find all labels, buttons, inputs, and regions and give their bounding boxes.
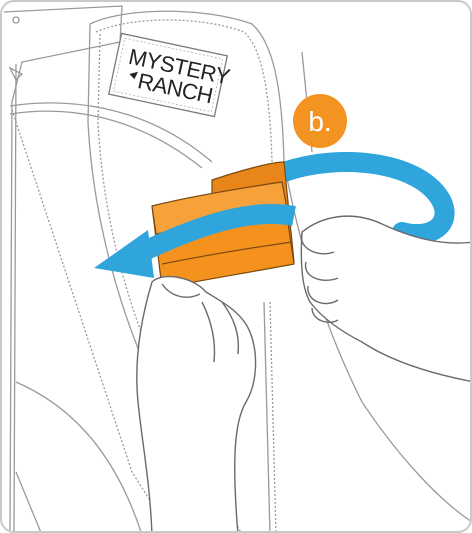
step-badge-label: b. [308, 106, 331, 137]
mystery-ranch-logo: MYSTERY RANCH [109, 33, 233, 116]
arrowhead-icon [94, 230, 154, 278]
step-badge: b. [293, 94, 347, 148]
